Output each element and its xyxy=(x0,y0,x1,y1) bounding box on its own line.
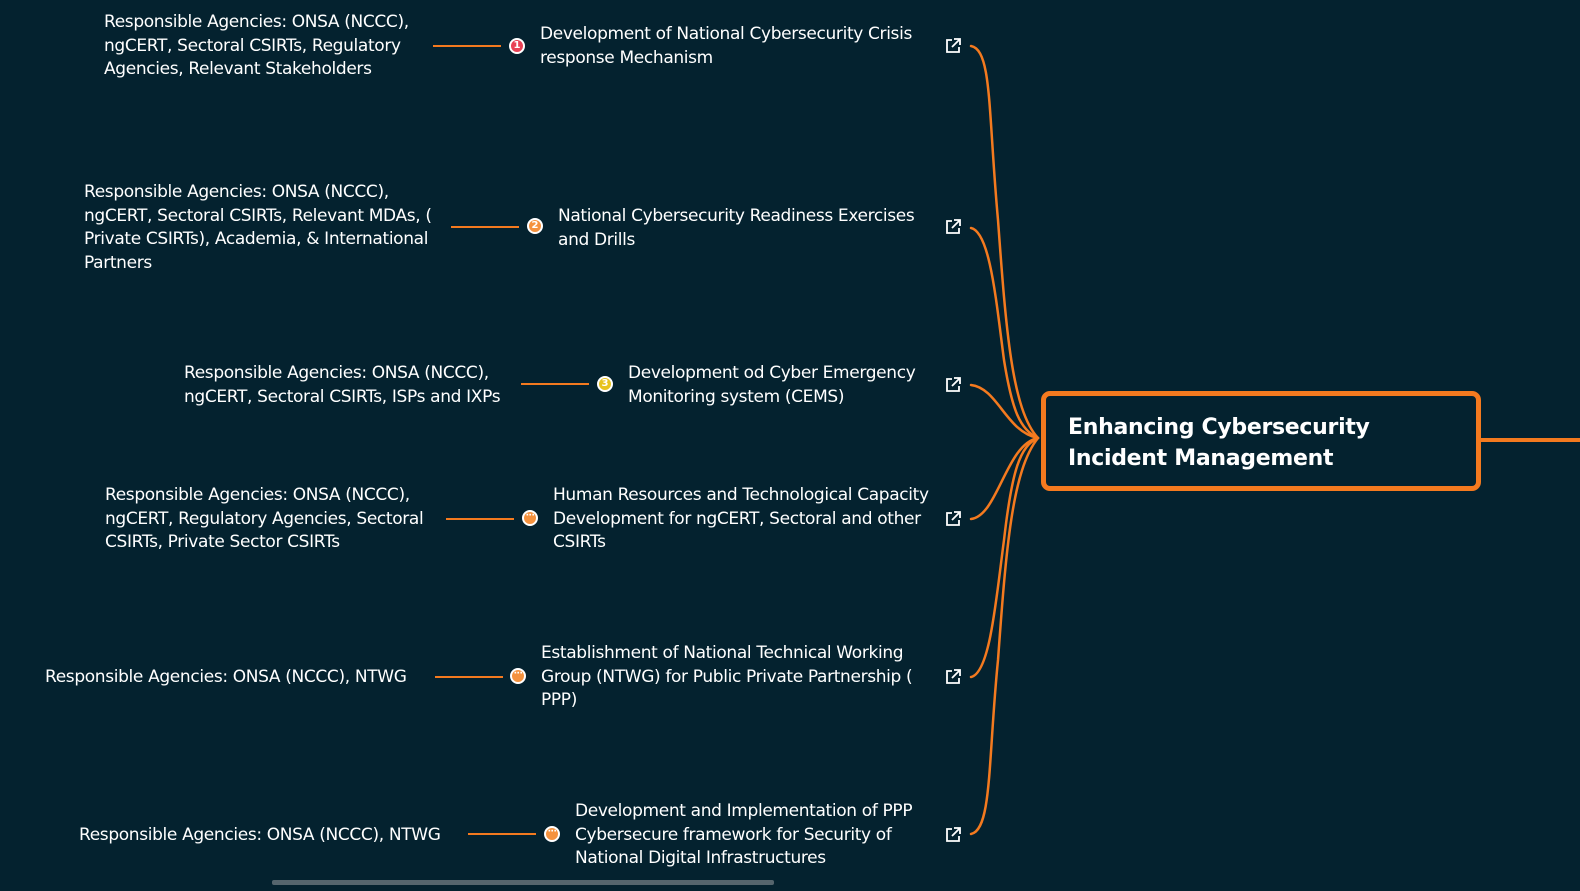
external-link-icon[interactable] xyxy=(944,826,962,844)
priority-2-marker[interactable]: 2 xyxy=(527,218,543,234)
agencies-note-4: Responsible Agencies: ONSA (NCCC), ngCER… xyxy=(105,485,424,552)
agencies-note-3: Responsible Agencies: ONSA (NCCC), ngCER… xyxy=(184,363,501,407)
agency-connector-3 xyxy=(521,383,589,385)
agency-connector-2 xyxy=(451,226,519,228)
branch-curve-5 xyxy=(969,436,1040,679)
external-link-icon[interactable] xyxy=(944,668,962,686)
more-marker[interactable]: ··· xyxy=(544,826,560,842)
central-topic-label: Enhancing Cybersecurity Incident Managem… xyxy=(1068,415,1370,471)
agency-connector-4 xyxy=(446,518,514,520)
agency-connector-1 xyxy=(433,45,501,47)
priority-3-marker[interactable]: 3 xyxy=(597,376,613,392)
topic-crisis-response-mechanism[interactable]: Development of National Cybersecurity Cr… xyxy=(540,24,912,68)
topic-ntwg-establishment[interactable]: Establishment of National Technical Work… xyxy=(541,643,913,710)
branch-curve-1 xyxy=(969,44,1040,440)
more-marker[interactable]: ··· xyxy=(522,510,538,526)
agencies-note-5: Responsible Agencies: ONSA (NCCC), NTWG xyxy=(45,667,407,687)
external-link-icon[interactable] xyxy=(944,376,962,394)
central-topic-node[interactable]: Enhancing Cybersecurity Incident Managem… xyxy=(1041,391,1481,491)
agency-connector-5 xyxy=(435,676,503,678)
external-link-icon[interactable] xyxy=(944,510,962,528)
topic-readiness-exercises[interactable]: National Cybersecurity Readiness Exercis… xyxy=(558,206,915,250)
agencies-note-2: Responsible Agencies: ONSA (NCCC), ngCER… xyxy=(84,182,432,273)
parent-connector xyxy=(1481,438,1580,442)
more-marker[interactable]: ··· xyxy=(510,668,526,684)
external-link-icon[interactable] xyxy=(944,218,962,236)
agency-connector-6 xyxy=(468,833,536,835)
priority-1-marker[interactable]: 1 xyxy=(509,38,525,54)
topic-ppp-cybersecure-framework[interactable]: Development and Implementation of PPP Cy… xyxy=(575,801,913,868)
branch-curve-6 xyxy=(969,436,1040,836)
branch-curve-3 xyxy=(969,383,1040,440)
branch-curve-4 xyxy=(969,436,1040,521)
branch-curve-2 xyxy=(969,226,1040,440)
agencies-note-6: Responsible Agencies: ONSA (NCCC), NTWG xyxy=(79,825,441,845)
horizontal-scrollbar[interactable] xyxy=(272,880,774,885)
topic-cyber-emergency-monitoring[interactable]: Development od Cyber Emergency Monitorin… xyxy=(628,363,916,407)
agencies-note-1: Responsible Agencies: ONSA (NCCC), ngCER… xyxy=(104,12,409,79)
topic-capacity-development[interactable]: Human Resources and Technological Capaci… xyxy=(553,485,929,552)
external-link-icon[interactable] xyxy=(944,37,962,55)
